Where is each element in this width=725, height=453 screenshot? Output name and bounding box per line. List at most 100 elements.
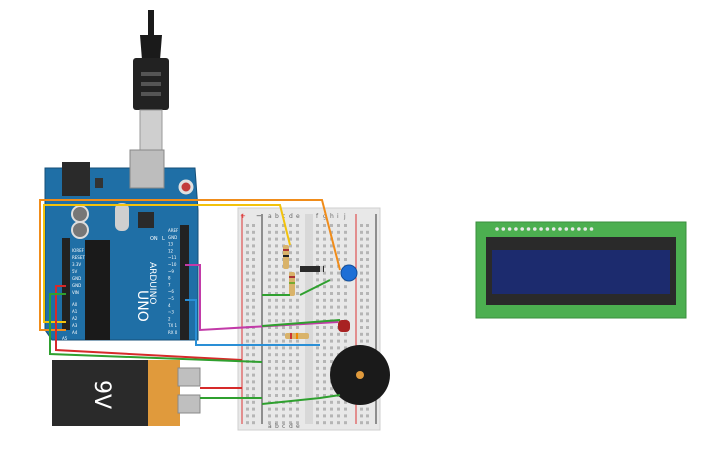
breadboard-hole[interactable] bbox=[268, 407, 271, 411]
breadboard-hole[interactable] bbox=[246, 421, 249, 425]
breadboard-hole[interactable] bbox=[316, 326, 319, 329]
breadboard-hole[interactable] bbox=[268, 414, 271, 418]
breadboard-hole[interactable] bbox=[246, 298, 249, 302]
breadboard-hole[interactable] bbox=[316, 230, 319, 234]
breadboard-hole[interactable] bbox=[252, 421, 255, 425]
breadboard-hole[interactable] bbox=[296, 380, 299, 384]
breadboard-hole[interactable] bbox=[330, 298, 333, 302]
breadboard-hole[interactable] bbox=[282, 230, 285, 234]
breadboard-hole[interactable] bbox=[323, 339, 326, 343]
breadboard-hole[interactable] bbox=[268, 366, 271, 370]
breadboard-hole[interactable] bbox=[323, 407, 326, 411]
breadboard-hole[interactable] bbox=[360, 230, 363, 234]
breadboard-hole[interactable] bbox=[268, 285, 271, 289]
breadboard-hole[interactable] bbox=[360, 244, 363, 248]
wires[interactable] bbox=[39, 199, 341, 405]
breadboard-hole[interactable] bbox=[316, 278, 319, 282]
breadboard-hole[interactable] bbox=[268, 224, 271, 227]
breadboard-hole[interactable] bbox=[323, 230, 326, 234]
breadboard-hole[interactable] bbox=[344, 407, 347, 411]
breadboard-hole[interactable] bbox=[252, 312, 255, 316]
breadboard-hole[interactable] bbox=[282, 305, 285, 309]
breadboard-hole[interactable] bbox=[360, 298, 363, 302]
breadboard-hole[interactable] bbox=[344, 298, 347, 302]
reset-button[interactable] bbox=[178, 179, 194, 195]
breadboard-hole[interactable] bbox=[268, 380, 271, 384]
breadboard-hole[interactable] bbox=[316, 237, 319, 241]
breadboard-hole[interactable] bbox=[360, 421, 363, 425]
breadboard-hole[interactable] bbox=[246, 346, 249, 350]
breadboard-hole[interactable] bbox=[246, 312, 249, 316]
breadboard-hole[interactable] bbox=[330, 332, 333, 336]
wire-red-a[interactable] bbox=[55, 285, 243, 361]
breadboard-hole[interactable] bbox=[246, 292, 249, 295]
breadboard-hole[interactable] bbox=[289, 298, 292, 302]
breadboard-hole[interactable] bbox=[268, 298, 271, 302]
breadboard-hole[interactable] bbox=[252, 298, 255, 302]
power-header[interactable] bbox=[62, 238, 70, 330]
breadboard-hole[interactable] bbox=[275, 251, 278, 255]
breadboard-hole[interactable] bbox=[289, 353, 292, 357]
breadboard-hole[interactable] bbox=[330, 258, 333, 261]
breadboard-hole[interactable] bbox=[275, 353, 278, 357]
breadboard-hole[interactable] bbox=[330, 264, 333, 268]
breadboard-hole[interactable] bbox=[289, 400, 292, 404]
breadboard-hole[interactable] bbox=[275, 305, 278, 309]
breadboard-hole[interactable] bbox=[323, 271, 326, 275]
breadboard-hole[interactable] bbox=[316, 305, 319, 309]
breadboard-hole[interactable] bbox=[275, 278, 278, 282]
lcd-pin[interactable] bbox=[577, 227, 581, 231]
breadboard-hole[interactable] bbox=[289, 421, 292, 425]
breadboard-hole[interactable] bbox=[246, 244, 249, 248]
breadboard-hole[interactable] bbox=[296, 346, 299, 350]
breadboard-hole[interactable] bbox=[268, 292, 271, 295]
breadboard-hole[interactable] bbox=[360, 332, 363, 336]
breadboard-hole[interactable] bbox=[296, 421, 299, 425]
breadboard-hole[interactable] bbox=[289, 224, 292, 227]
breadboard-hole[interactable] bbox=[337, 407, 340, 411]
breadboard-hole[interactable] bbox=[252, 339, 255, 343]
breadboard-hole[interactable] bbox=[296, 400, 299, 404]
breadboard-hole[interactable] bbox=[252, 400, 255, 404]
breadboard-hole[interactable] bbox=[366, 414, 369, 418]
breadboard-hole[interactable] bbox=[296, 414, 299, 418]
breadboard-hole[interactable] bbox=[282, 271, 285, 275]
breadboard-hole[interactable] bbox=[366, 421, 369, 425]
resistor-1[interactable] bbox=[283, 245, 289, 269]
breadboard-hole[interactable] bbox=[360, 414, 363, 418]
breadboard-hole[interactable] bbox=[282, 394, 285, 397]
lcd-pin[interactable] bbox=[526, 227, 531, 231]
breadboard-hole[interactable] bbox=[282, 366, 285, 370]
breadboard-hole[interactable] bbox=[323, 366, 326, 370]
breadboard-hole[interactable] bbox=[337, 224, 340, 227]
breadboard-hole[interactable] bbox=[330, 414, 333, 418]
lcd-pin[interactable] bbox=[564, 227, 569, 231]
breadboard-hole[interactable] bbox=[252, 305, 255, 309]
breadboard-hole[interactable] bbox=[282, 360, 285, 363]
breadboard-hole[interactable] bbox=[337, 251, 340, 255]
breadboard-hole[interactable] bbox=[289, 264, 292, 268]
breadboard-hole[interactable] bbox=[296, 339, 299, 343]
breadboard-hole[interactable] bbox=[316, 353, 319, 357]
breadboard-hole[interactable] bbox=[337, 298, 340, 302]
lcd-pin[interactable] bbox=[520, 227, 524, 231]
breadboard-hole[interactable] bbox=[246, 264, 249, 268]
breadboard-hole[interactable] bbox=[289, 414, 292, 418]
lcd-pin[interactable] bbox=[495, 227, 499, 231]
breadboard-hole[interactable] bbox=[316, 400, 319, 404]
breadboard-hole[interactable] bbox=[360, 319, 363, 323]
breadboard-hole[interactable] bbox=[344, 244, 347, 248]
breadboard-hole[interactable] bbox=[268, 339, 271, 343]
breadboard-hole[interactable] bbox=[337, 237, 340, 241]
breadboard-hole[interactable] bbox=[282, 346, 285, 350]
breadboard-hole[interactable] bbox=[246, 224, 249, 227]
breadboard-hole[interactable] bbox=[296, 298, 299, 302]
breadboard-hole[interactable] bbox=[337, 258, 340, 261]
breadboard-hole[interactable] bbox=[246, 414, 249, 418]
breadboard-hole[interactable] bbox=[282, 319, 285, 323]
breadboard-hole[interactable] bbox=[246, 237, 249, 241]
breadboard-hole[interactable] bbox=[252, 285, 255, 289]
breadboard-hole[interactable] bbox=[316, 251, 319, 255]
lcd-pin[interactable] bbox=[501, 227, 506, 231]
breadboard-hole[interactable] bbox=[268, 353, 271, 357]
